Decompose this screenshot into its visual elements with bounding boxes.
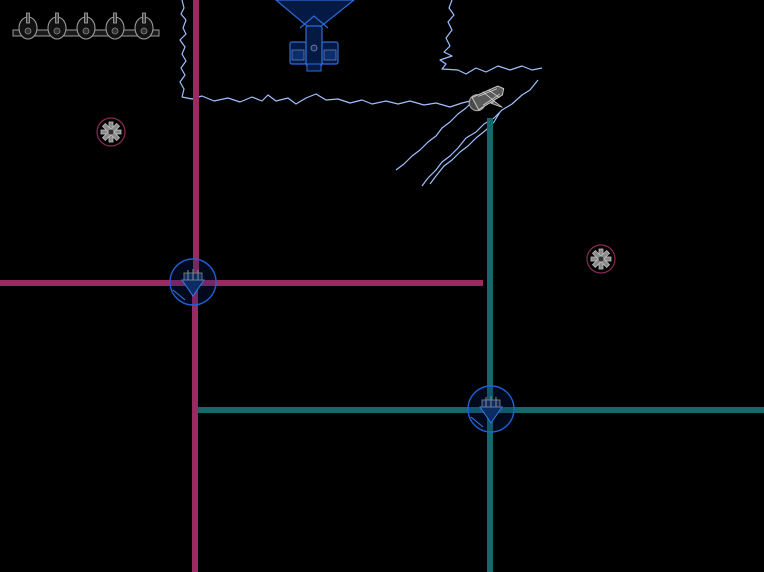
junction-magenta[interactable]: [169, 258, 217, 306]
junction-teal[interactable]: [467, 385, 515, 433]
cave-crack-fissure-b: [395, 99, 475, 171]
gear-pickup-left[interactable]: [96, 117, 126, 147]
player-ship[interactable]: [466, 82, 511, 121]
gear-icon: [590, 248, 612, 270]
base-turret[interactable]: [275, 0, 355, 72]
bomb-icon: [105, 12, 125, 40]
cave-wall-left-edge: [179, 0, 187, 98]
player-ship-icon: [468, 85, 505, 112]
cave-wall-right-edge: [439, 0, 543, 75]
bomb-icon: [76, 12, 96, 40]
bomb-icon: [18, 12, 38, 40]
bomb-icon: [47, 12, 67, 40]
lives-hud: [12, 12, 160, 40]
gear-icon: [100, 121, 122, 143]
base-turret-icon: [310, 44, 318, 52]
base-funnel: [275, 0, 355, 33]
gear-pickup-right[interactable]: [586, 244, 616, 274]
cave-wall-bottom-edge: [181, 93, 475, 108]
bomb-icon: [134, 12, 154, 40]
cave-crack-fissure-a: [421, 79, 539, 187]
